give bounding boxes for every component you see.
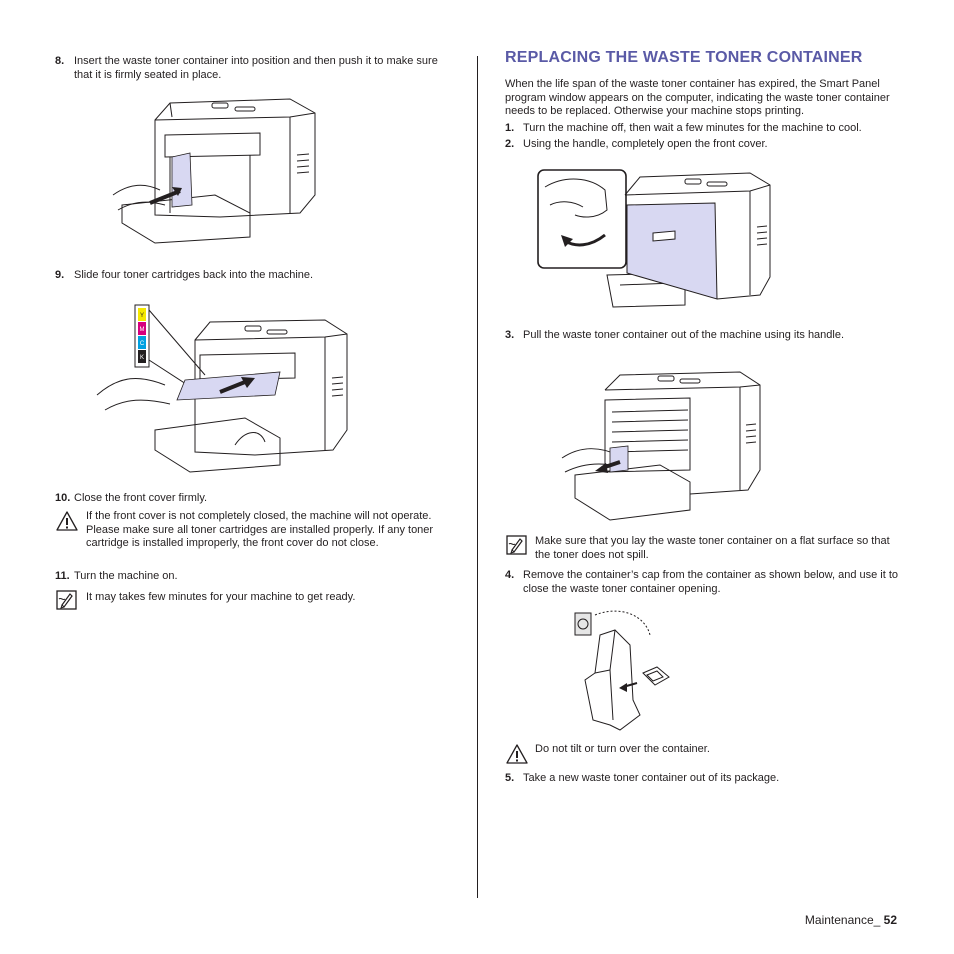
figure-slide-cartridges: Y M C K: [96, 304, 348, 473]
cartridge-cyan: [138, 336, 146, 349]
column-divider: [477, 56, 478, 898]
page-footer: Maintenance_ 52: [804, 913, 897, 928]
cartridge-label-k: K: [140, 355, 144, 361]
figure-remove-cap: [574, 610, 670, 731]
note-ready-time: It may takes few minutes for your machin…: [86, 591, 356, 603]
warning-do-not-tilt: Do not tilt or turn over the container.: [535, 743, 710, 755]
section-heading: REPLACING THE WASTE TONER CONTAINER: [505, 49, 863, 66]
intro-paragraph: When the life span of the waste toner co…: [505, 78, 890, 117]
figure-pull-waste-container: [561, 371, 761, 521]
note-icon: [56, 590, 77, 610]
note-flat-surface: Make sure that you lay the waste toner c…: [535, 535, 890, 561]
cartridge-label-c: C: [140, 341, 145, 347]
cartridge-magenta: [138, 322, 146, 335]
cartridge-label-m: M: [140, 327, 145, 333]
cartridge-black: [138, 350, 146, 363]
note-icon: [506, 535, 527, 555]
figure-open-front-cover: [537, 169, 771, 308]
warning-icon: [56, 511, 78, 531]
cartridge-label-y: Y: [140, 313, 144, 319]
footer-section: Maintenance_: [804, 913, 881, 927]
cartridge-yellow: [138, 308, 146, 321]
page-number: 52: [883, 913, 897, 927]
warning-icon: [506, 744, 528, 764]
warning-front-cover: If the front cover is not completely clo…: [86, 510, 434, 549]
figure-insert-waste-container: [112, 98, 316, 244]
